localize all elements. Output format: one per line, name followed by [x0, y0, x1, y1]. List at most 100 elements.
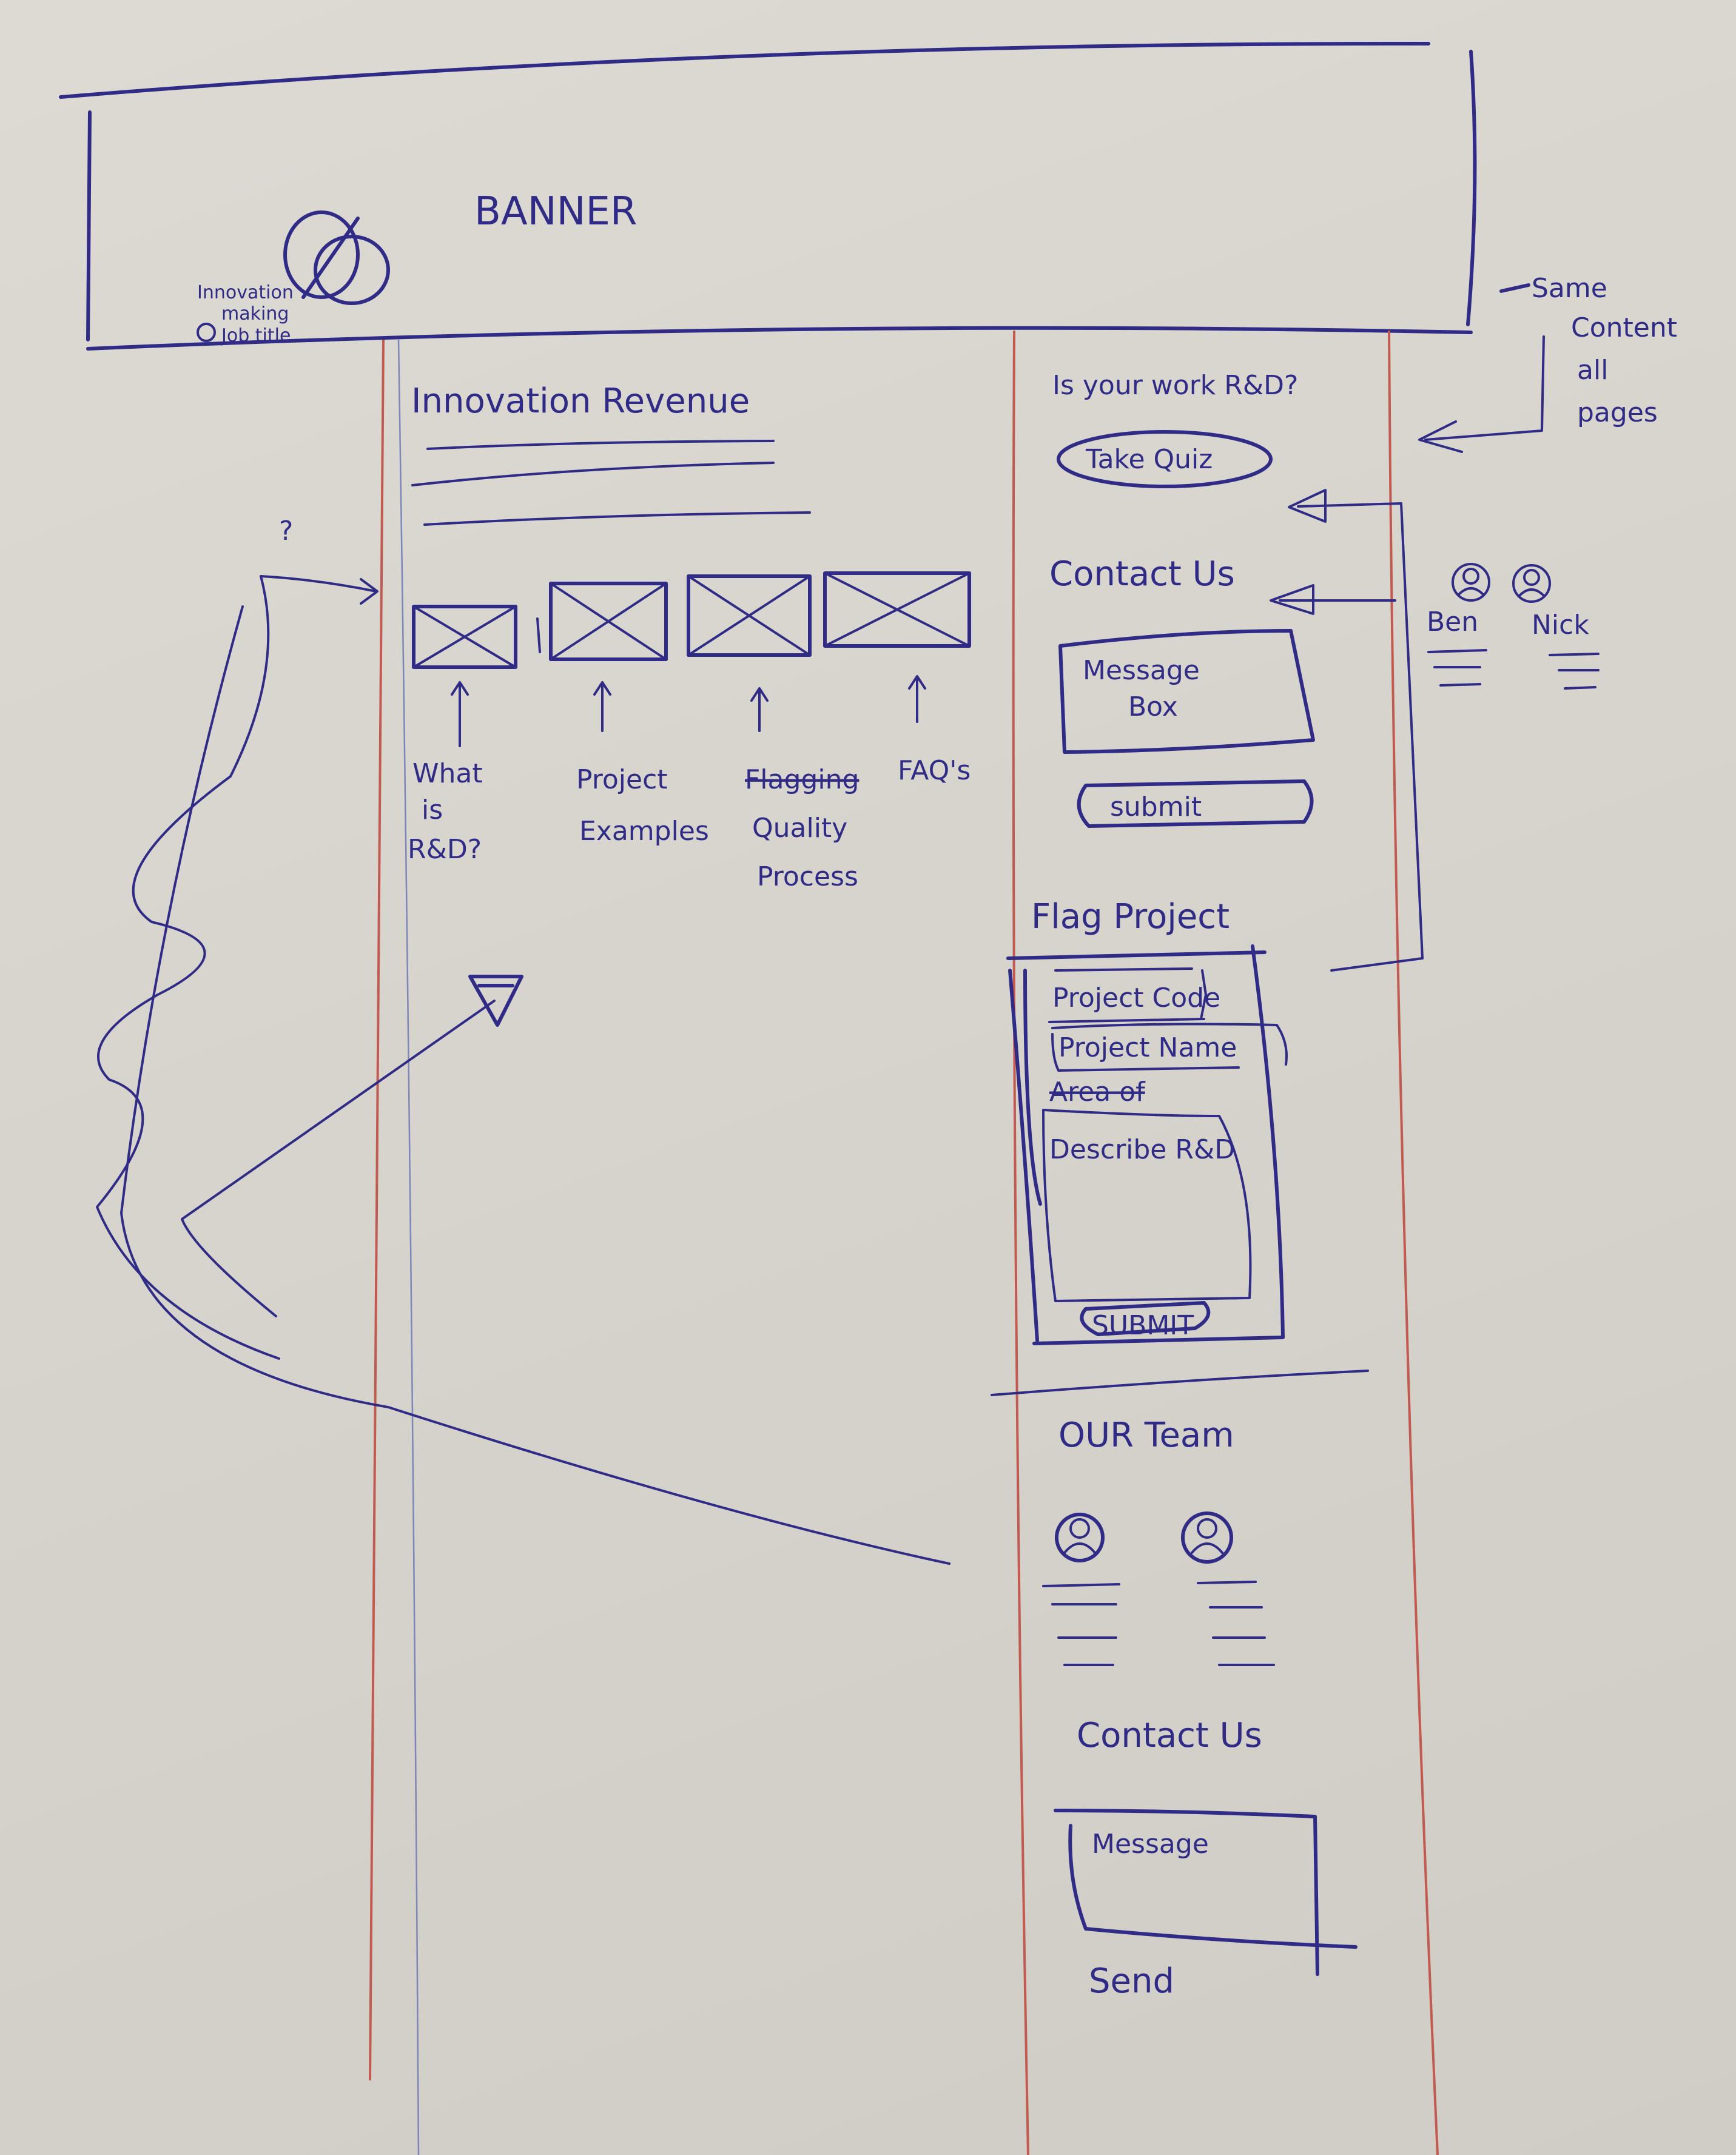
divider	[536, 617, 541, 653]
main-content: Innovation Revenue What is R&D? Project …	[408, 382, 971, 892]
take-quiz-button[interactable]: Take Quiz	[1057, 430, 1273, 488]
avatar-icon	[1055, 1513, 1105, 1562]
describe-rd-label: Describe R&D	[1049, 1134, 1235, 1165]
logo-icon	[283, 210, 390, 305]
banner-bottom-line	[86, 326, 1473, 351]
tile-label: FAQ's	[898, 755, 971, 786]
user-icon	[197, 323, 216, 342]
arrow-left-icon	[1270, 584, 1314, 615]
banner: BANNER Innovation making Job title	[59, 41, 1477, 351]
arrow-up-icon	[908, 675, 926, 723]
left-column-line	[369, 339, 385, 2081]
describe-rd-textarea[interactable]: Describe R&D	[1042, 1109, 1252, 1302]
tile-quality-process[interactable]: Flagging Quality Process	[687, 574, 859, 892]
tile-faqs[interactable]: FAQ's	[823, 571, 971, 786]
flag-project-heading: Flag Project	[1031, 897, 1230, 936]
logo-caption-line-2: making	[221, 303, 289, 324]
arrow-up-icon	[750, 687, 769, 732]
text-line	[426, 440, 775, 450]
right-column-line	[1388, 330, 1439, 2155]
text-lines	[1549, 653, 1600, 690]
logo-caption-line-3: Job title	[220, 325, 291, 346]
sidebar: Is your work R&D? Take Quiz Contact Us M…	[991, 370, 1369, 2001]
contact-bottom-heading: Contact Us	[1077, 1716, 1262, 1755]
message-placeholder: Box	[1128, 691, 1178, 722]
flag-project-submit-label: SUBMIT	[1092, 1310, 1194, 1341]
project-code-field[interactable]: Project Code	[1048, 967, 1220, 1023]
image-placeholder-icon	[549, 582, 668, 661]
annotation-text: pages	[1577, 397, 1658, 428]
team-heading: OUR Team	[1058, 1416, 1234, 1455]
banner-left-edge	[86, 110, 92, 341]
flag-project-form: Project Code Project Name Area of Descri…	[1006, 944, 1288, 1345]
text-line	[411, 462, 775, 486]
project-name-field[interactable]: Project Name	[1051, 1023, 1288, 1072]
message-placeholder: Message	[1092, 1829, 1209, 1860]
arrow-left-icon	[1418, 420, 1463, 453]
contact-heading: Contact Us	[1049, 554, 1235, 594]
arrow-right-icon	[260, 575, 378, 605]
tile-struck-label: Flagging	[745, 764, 859, 795]
arrow-up-icon	[593, 681, 611, 732]
team-member-1	[1042, 1513, 1120, 1666]
project-code-label: Project Code	[1052, 983, 1220, 1014]
message-placeholder: Message	[1083, 655, 1200, 686]
project-name-label: Project Name	[1058, 1032, 1237, 1063]
annotation-text: Same	[1532, 273, 1607, 304]
middle-column-line	[1012, 330, 1029, 2155]
tile-what-is-rd[interactable]: What is R&D?	[408, 605, 517, 865]
image-placeholder-icon	[412, 605, 517, 669]
team-member-name: Ben	[1427, 607, 1478, 637]
tile-label: R&D?	[408, 834, 482, 865]
banner-title: BANNER	[474, 189, 637, 234]
text-lines	[1427, 649, 1487, 687]
tile-project-examples[interactable]: Project Examples	[549, 582, 709, 847]
tile-label: Project	[576, 764, 668, 795]
tile-label: Process	[757, 861, 858, 892]
avatar-icon	[1452, 563, 1490, 602]
scribble-annotations: ?	[96, 516, 950, 1565]
right-annotations: Same Content all pages Ben Nick	[1270, 273, 1677, 972]
struck-label: Area of	[1049, 1077, 1146, 1108]
logo-caption-line-1: Innovation	[197, 282, 294, 303]
scribble	[1499, 283, 1530, 293]
team-member-nick: Nick	[1512, 564, 1600, 690]
image-placeholder-icon	[687, 574, 812, 657]
banner-top-line	[59, 41, 1430, 99]
message-box[interactable]: Message Box	[1058, 629, 1315, 754]
send-button[interactable]: Send	[1089, 1962, 1174, 2001]
arrow-line	[181, 1000, 496, 1317]
arrowhead-down-icon	[468, 975, 523, 1027]
squiggle	[96, 575, 280, 1360]
contact-submit-button[interactable]: submit	[1077, 779, 1314, 828]
arrow-up-icon	[451, 681, 469, 747]
text-lines	[1042, 1583, 1120, 1666]
text-lines	[1197, 1581, 1275, 1666]
tile-label: is	[422, 795, 443, 825]
section-divider	[991, 1370, 1369, 1396]
curve-to-team	[120, 605, 950, 1565]
image-placeholder-icon	[823, 571, 971, 648]
take-quiz-label: Take Quiz	[1085, 444, 1213, 475]
team-member-name: Nick	[1532, 610, 1589, 640]
team-member-2	[1181, 1511, 1275, 1666]
left-faint-line	[397, 339, 420, 2155]
banner-right-edge	[1466, 50, 1477, 326]
tile-label: What	[412, 758, 483, 789]
team-member-ben: Ben	[1427, 563, 1490, 687]
arrow-left-icon	[1288, 489, 1327, 523]
contact-submit-label: submit	[1110, 792, 1202, 822]
arrow-line	[1297, 502, 1424, 972]
quiz-question: Is your work R&D?	[1052, 370, 1298, 401]
tile-label: Examples	[579, 816, 709, 847]
avatar-icon	[1512, 564, 1551, 603]
flag-project-submit-button[interactable]: SUBMIT	[1080, 1301, 1211, 1341]
message-box-bottom[interactable]: Message	[1054, 1809, 1358, 1976]
arrow-line	[1424, 335, 1545, 441]
annotation-text: all	[1577, 355, 1608, 386]
avatar-icon	[1181, 1511, 1233, 1564]
annotation-text: Content	[1571, 312, 1677, 343]
tile-label: Quality	[752, 813, 847, 844]
